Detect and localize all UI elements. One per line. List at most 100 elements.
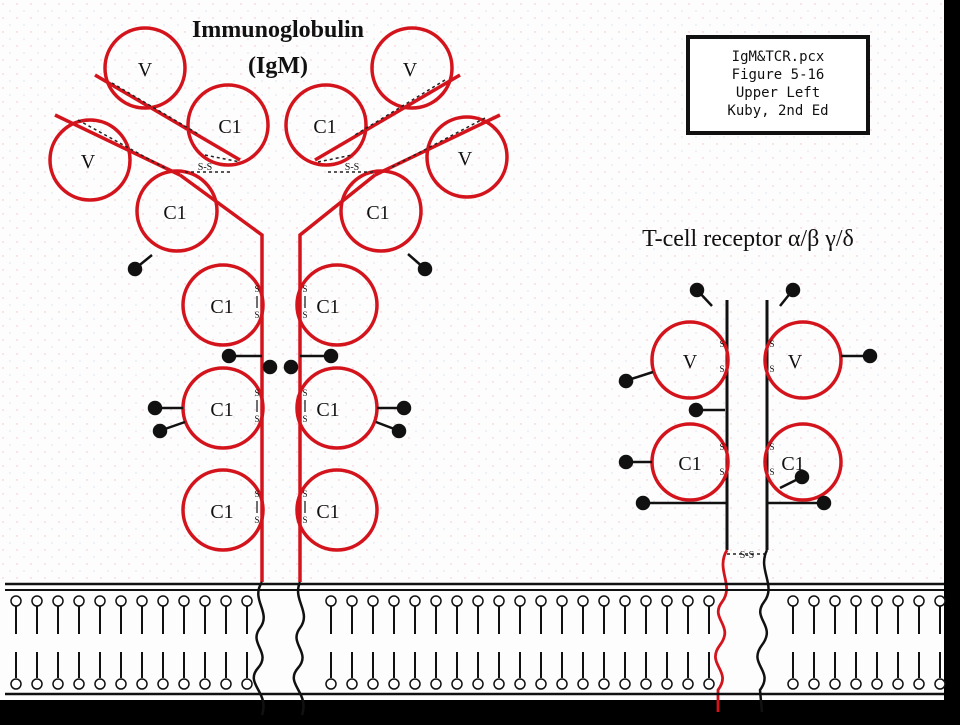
igm-label-v: V [458, 148, 473, 170]
tcr-s-mark: S [769, 364, 774, 374]
lipid-head-inner [178, 678, 190, 690]
igm-s-mark: S [254, 310, 259, 320]
igm-label-c1: C1 [316, 501, 339, 523]
igm-antibody: V C1 V C1 V C1 V C1 C1 C1 C1 C1 C1 C1 [48, 26, 509, 716]
lipid-head-inner [577, 678, 589, 690]
igm-ss-label: S-S [198, 162, 212, 173]
lipid-head-inner [892, 678, 904, 690]
lipid-head-inner [598, 678, 610, 690]
lipid-head-outer [73, 595, 85, 607]
tcr-s-mark: S [719, 467, 724, 477]
tcr-s-mark: S [769, 339, 774, 349]
lipid-head-inner [115, 678, 127, 690]
igm-stem-left [178, 173, 264, 582]
tcr-s-mark: S [719, 442, 724, 452]
igm-s-mark: S [302, 515, 307, 525]
lipid-head-outer [787, 595, 799, 607]
igm-carbohydrate-dot [283, 359, 299, 375]
igm-s-mark: S [302, 388, 307, 398]
igm-subtitle: (IgM) [248, 53, 308, 79]
tcr-carbohydrate-dot [816, 495, 832, 511]
lipid-head-outer [115, 595, 127, 607]
lipid-head-outer [367, 595, 379, 607]
tcr-domain-v-right [763, 320, 843, 400]
lipid-head-outer [199, 595, 211, 607]
igm-label-c1: C1 [210, 296, 233, 318]
lipid-head-outer [136, 595, 148, 607]
lipid-head-outer [178, 595, 190, 607]
lipid-head-inner [619, 678, 631, 690]
lipid-head-outer [535, 595, 547, 607]
tcr-transmembrane-tail-right [756, 549, 770, 713]
lipid-head-outer [661, 595, 673, 607]
lipid-head-inner [136, 678, 148, 690]
caption-line: IgM&TCR.pcx [732, 49, 825, 65]
lipid-head-inner [850, 678, 862, 690]
igm-domain-c1-top-left [186, 83, 270, 167]
lipid-head-inner [346, 678, 358, 690]
lipid-head-inner [10, 678, 22, 690]
lipid-head-outer [619, 595, 631, 607]
lipid-head-outer [577, 595, 589, 607]
lipid-head-outer [913, 595, 925, 607]
lipid-head-inner [556, 678, 568, 690]
lipid-head-outer [808, 595, 820, 607]
caption-line: Upper Left [736, 85, 820, 101]
tcr-carbohydrate-dot [635, 495, 651, 511]
igm-carbohydrate-dot [152, 423, 168, 439]
tcr-label-c1: C1 [678, 453, 701, 475]
lipid-head-inner [241, 678, 253, 690]
igm-domain-v-top-left [103, 26, 187, 110]
igm-domain-c1-top-right [284, 83, 368, 167]
lipid-head-outer [220, 595, 232, 607]
caption-line: Figure 5-16 [732, 67, 825, 83]
tcr-s-mark: S [769, 442, 774, 452]
tcr-carbohydrate-dot [794, 469, 810, 485]
lipid-head-outer [829, 595, 841, 607]
igm-carbohydrate-dot [262, 359, 278, 375]
igm-right-arm-lower [374, 113, 501, 177]
tcr-carbohydrate-dot [785, 282, 801, 298]
igm-domain-c1-stem-l3 [181, 468, 265, 552]
igm-s-mark: S [254, 388, 259, 398]
tcr-carbohydrate-dot [689, 282, 705, 298]
igm-label-c1: C1 [366, 202, 389, 224]
lipid-head-outer [31, 595, 43, 607]
igm-domain-c1-right [339, 169, 423, 253]
lipid-head-inner [703, 678, 715, 690]
lipid-head-inner [220, 678, 232, 690]
t-cell-receptor: V V C1 C1 S S S S S S S S S-S [618, 282, 878, 713]
lipid-head-inner [472, 678, 484, 690]
igm-label-c1: C1 [316, 296, 339, 318]
igm-label-v: V [138, 59, 153, 81]
igm-carbohydrate-dot [396, 400, 412, 416]
lipid-head-inner [808, 678, 820, 690]
igm-title: Immunoglobulin [192, 17, 364, 43]
lipid-head-outer [871, 595, 883, 607]
igm-carbohydrate-dot [417, 261, 433, 277]
igm-domain-c1-stem-l1 [181, 263, 265, 347]
lipid-head-inner [661, 678, 673, 690]
igm-label-c1: C1 [210, 399, 233, 421]
lipid-head-inner [388, 678, 400, 690]
igm-s-mark: S [254, 489, 259, 499]
lipid-head-inner [73, 678, 85, 690]
tcr-label-v: V [788, 351, 803, 373]
lipid-head-outer [472, 595, 484, 607]
lipid-head-outer [514, 595, 526, 607]
lipid-head-outer [409, 595, 421, 607]
igm-disulfide-arm-ul [111, 82, 201, 136]
lipid-head-outer [682, 595, 694, 607]
lipid-bilayer-membrane [5, 582, 946, 696]
igm-label-c1: C1 [313, 116, 336, 138]
lipid-head-outer [892, 595, 904, 607]
igm-label-v: V [403, 59, 418, 81]
igm-s-mark: S [254, 284, 259, 294]
igm-s-mark: S [302, 284, 307, 294]
igm-label-c1: C1 [210, 501, 233, 523]
lipid-head-inner [367, 678, 379, 690]
tcr-ss-label: S-S [740, 550, 754, 561]
lipid-head-inner [535, 678, 547, 690]
lipid-head-inner [94, 678, 106, 690]
